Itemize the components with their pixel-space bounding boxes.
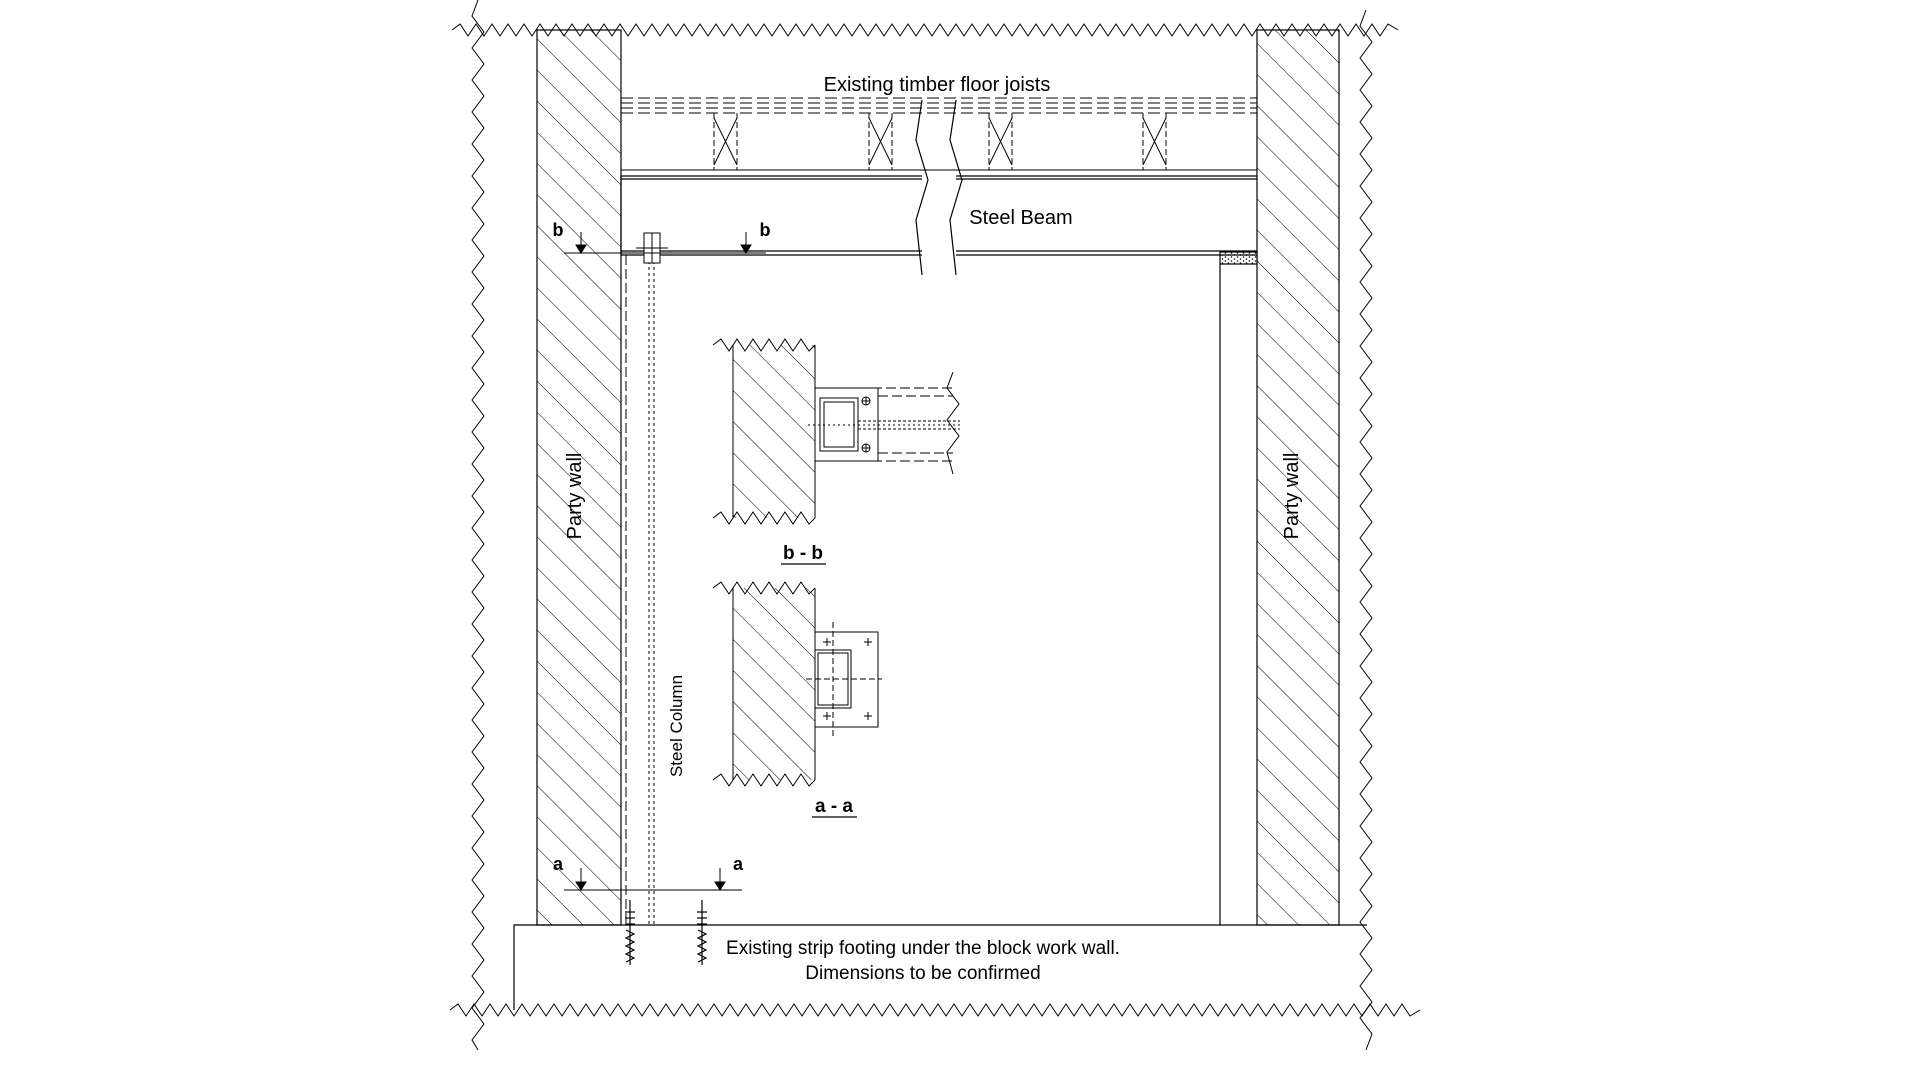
timber-floor-joists [621, 97, 1257, 171]
party-wall-left [536, 29, 622, 926]
left-break-line [471, 0, 485, 1051]
detail-section-aa [712, 581, 882, 787]
base-plate-bolt-tl [823, 638, 831, 646]
beam-break-right [949, 99, 963, 276]
anchor-bolt-right [696, 900, 708, 965]
label-party-wall-right: Party wall [1281, 453, 1303, 540]
cut-label-b-left: b [553, 220, 564, 240]
anchor-bolt-left [624, 900, 636, 965]
beam-break-left [915, 99, 929, 276]
label-footing-line2: Dimensions to be confirmed [805, 963, 1041, 984]
cut-label-a-left: a [553, 854, 564, 874]
bottom-break-line [449, 1003, 1421, 1017]
detail-section-bb [712, 338, 960, 525]
base-plate-bolt-br [864, 712, 872, 720]
joist-bridging-1 [713, 113, 738, 170]
label-steel-column: Steel Column [667, 675, 686, 777]
cut-label-b-right: b [760, 220, 771, 240]
right-break-line [1359, 9, 1373, 1051]
base-plate-bolt-bl [823, 712, 831, 720]
label-section-bb: b - b [783, 543, 823, 564]
strip-footing [513, 924, 1367, 1010]
steel-beam [620, 99, 1257, 276]
section-cut-a [564, 868, 742, 891]
joist-bridging-2 [868, 113, 893, 170]
joist-bridging-3 [988, 113, 1013, 170]
cut-label-a-right: a [733, 854, 744, 874]
base-plate-bolt-tr [864, 638, 872, 646]
label-party-wall-left: Party wall [564, 453, 586, 540]
block-work-wall [1219, 251, 1258, 925]
steel-column [620, 232, 668, 925]
label-footing-line1: Existing strip footing under the block w… [726, 938, 1120, 959]
joist-bridging-4 [1142, 113, 1167, 170]
label-timber-floor-joists: Existing timber floor joists [824, 74, 1051, 96]
break-lines [449, 0, 1421, 1051]
label-section-aa: a - a [815, 796, 853, 817]
label-steel-beam: Steel Beam [969, 207, 1072, 229]
section-cut-b [564, 232, 766, 254]
